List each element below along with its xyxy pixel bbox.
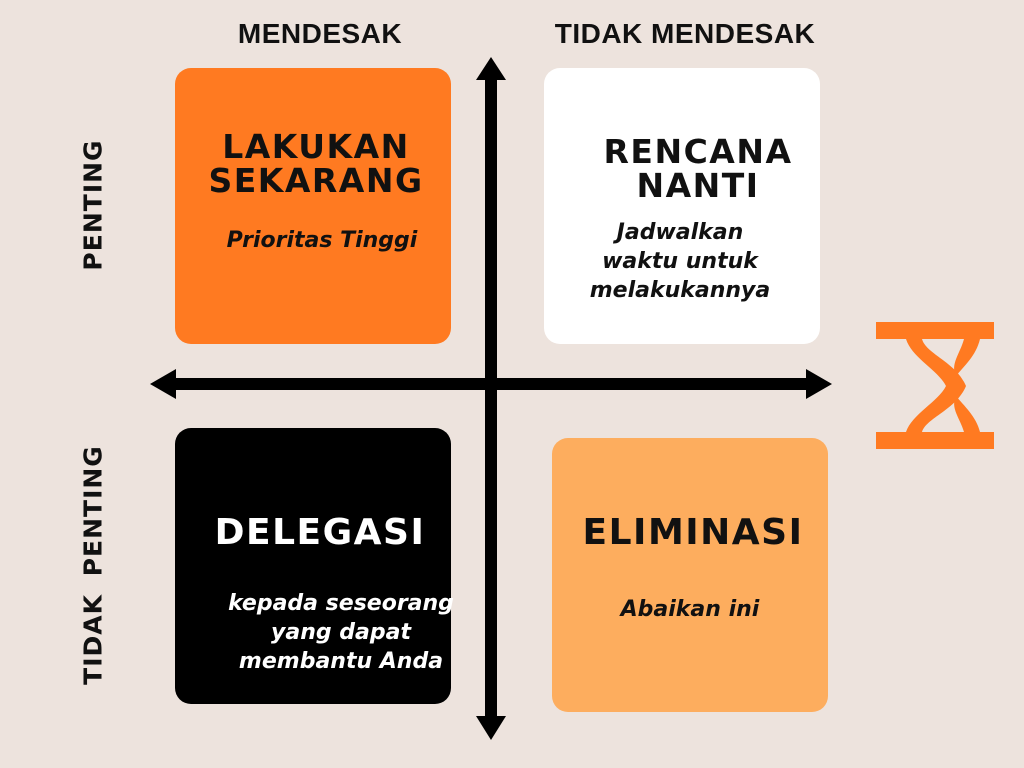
arrow-down-icon	[476, 716, 506, 740]
quadrant-plan-later: RENCANA NANTI Jadwalkan waktu untuk mela…	[544, 68, 820, 344]
quadrant-do-now: LAKUKAN SEKARANG Prioritas Tinggi	[175, 68, 451, 344]
quadrant-plan-later-title: RENCANA NANTI	[603, 132, 793, 205]
column-header-urgent: MENDESAK	[237, 18, 403, 49]
column-header-not-urgent: TIDAK MENDESAK	[554, 18, 816, 49]
quadrant-delegate-title: DELEGASI	[214, 512, 426, 553]
quadrant-do-now-subtitle: Prioritas Tinggi	[226, 228, 418, 253]
quadrant-do-now-title: LAKUKAN SEKARANG	[208, 127, 424, 200]
quadrant-delegate-subtitle: kepada seseorang yang dapat membantu And…	[228, 591, 454, 674]
vertical-axis-line	[485, 75, 497, 725]
quadrant-eliminate: ELIMINASI Abaikan ini	[552, 438, 828, 712]
arrow-right-icon	[806, 369, 832, 399]
quadrant-eliminate-subtitle: Abaikan ini	[620, 597, 760, 622]
quadrant-delegate: DELEGASI kepada seseorang yang dapat mem…	[175, 428, 454, 704]
quadrant-plan-later-subtitle: Jadwalkan waktu untuk melakukannya	[589, 220, 771, 303]
arrow-up-icon	[476, 57, 506, 80]
horizontal-axis-line	[168, 378, 816, 390]
arrow-left-icon	[150, 369, 176, 399]
hourglass-icon	[876, 322, 994, 449]
quadrant-eliminate-title: ELIMINASI	[582, 512, 804, 553]
